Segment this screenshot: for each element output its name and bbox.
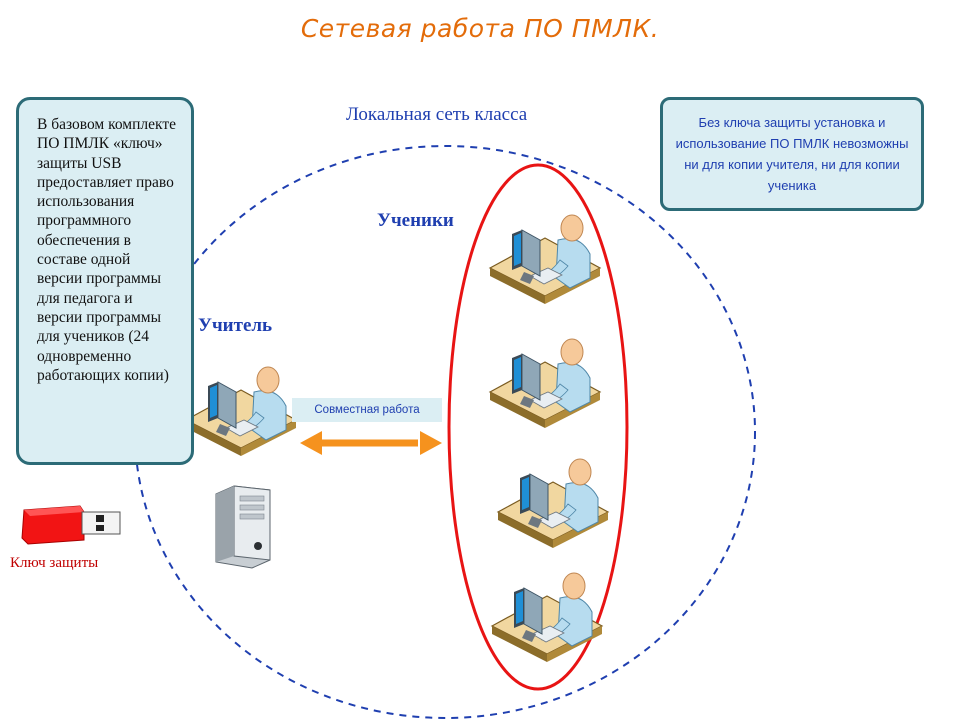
teacher-workstation-icon — [185, 366, 297, 457]
students-label: Ученики — [377, 210, 454, 231]
usb-key-icon — [21, 505, 121, 545]
double-arrow-icon — [300, 431, 442, 455]
local-network-label: Локальная сеть класса — [346, 104, 528, 125]
page-title: Сетевая работа ПО ПМЛК. — [300, 14, 660, 43]
system-unit-icon — [215, 485, 271, 569]
key-required-note: Без ключа защиты установка и использован… — [660, 97, 924, 211]
students-group-ellipse — [447, 163, 629, 691]
student-workstation-1-icon — [489, 214, 601, 305]
student-workstation-2-icon — [489, 338, 601, 429]
license-info-note: В базовом комплекте ПО ПМЛК «ключ» защит… — [16, 97, 194, 465]
collaboration-label: Совместная работа — [292, 398, 442, 422]
teacher-label: Учитель — [198, 315, 273, 336]
student-workstation-3-icon — [497, 458, 609, 549]
security-key-label: Ключ защиты — [10, 555, 99, 571]
